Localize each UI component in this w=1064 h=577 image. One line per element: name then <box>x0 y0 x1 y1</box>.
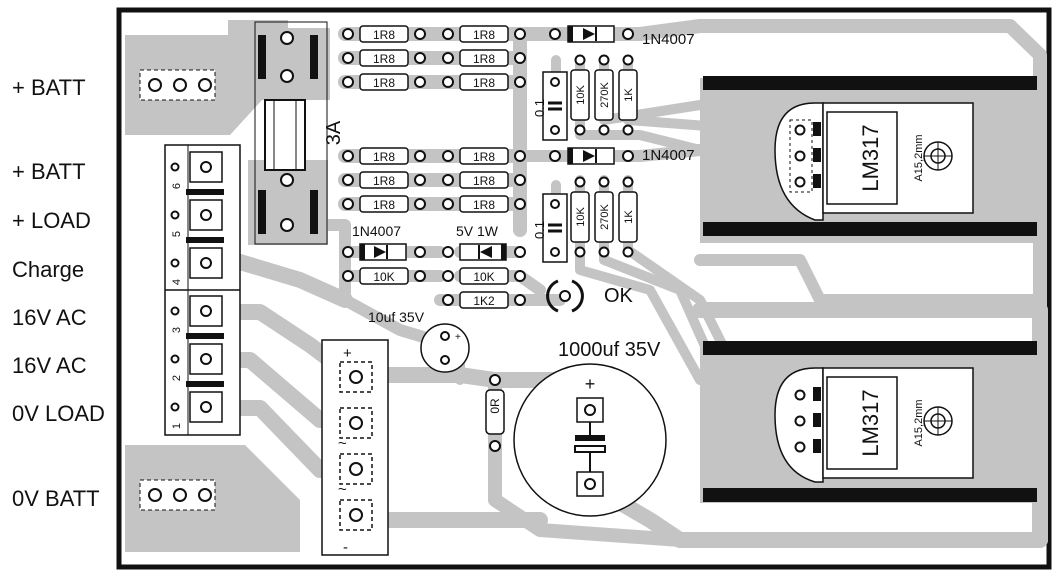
resistor-label: 1R8 <box>473 198 495 212</box>
resistor-label: 1R8 <box>473 52 495 66</box>
cap-0.1-top: 0.1 <box>532 71 568 141</box>
diode-low: 1N4007 <box>342 223 426 261</box>
resistor-label: 1R8 <box>373 52 395 66</box>
bridge-plus: + <box>343 345 352 362</box>
terminal-batt-top <box>139 69 216 101</box>
resistor-label: 1K2 <box>473 294 495 308</box>
diode-top-label: 1N4007 <box>642 31 695 48</box>
pin-number-6: 6 <box>171 183 183 189</box>
resistor: 1K2 <box>442 291 526 309</box>
led-label: OK <box>604 285 634 307</box>
cap-bottom-label: 0.1 <box>532 221 547 239</box>
diode-mid-label: 1N4007 <box>642 147 695 164</box>
diode-mid: 1N4007 <box>549 147 695 165</box>
resistor: 10K <box>342 267 426 285</box>
terminal-batt-bottom <box>139 479 216 511</box>
cap-big-label: 1000uf 35V <box>558 339 661 361</box>
divider-resistor: 270K <box>594 176 614 258</box>
divider-resistor: 270K <box>594 54 614 136</box>
resistor-label: 10K <box>473 270 494 284</box>
diode-top: 1N4007 <box>549 25 695 48</box>
side-label-load-plus: + LOAD <box>12 208 91 233</box>
divider-label: 10K <box>575 85 587 105</box>
pin-number-2: 2 <box>171 375 183 381</box>
resistor-label: 1R8 <box>373 198 395 212</box>
heatsink-bottom-label: A15,2mm <box>913 399 925 446</box>
bridge-tilde-1: ~ <box>338 435 347 452</box>
led-ok: OK <box>546 279 634 313</box>
resistor-label: 1R8 <box>473 150 495 164</box>
resistor-label: 1R8 <box>373 76 395 90</box>
side-label-batt-plus-2: + BATT <box>12 159 86 184</box>
reg-top-label: LM317 <box>858 124 883 191</box>
pin-number-4: 4 <box>171 279 183 285</box>
side-label-batt-0v: 0V BATT <box>12 486 100 511</box>
diode-low-label: 1N4007 <box>352 223 401 239</box>
resistor: 1R8 <box>342 195 426 213</box>
side-label-ac-1: 16V AC <box>12 305 87 330</box>
resistor: 1R8 <box>342 25 426 43</box>
heatsink-top-label: A15,2mm <box>913 134 925 181</box>
resistor: 1R8 <box>442 147 526 165</box>
pin-number-3: 3 <box>171 327 183 333</box>
cap-top-label: 0.1 <box>532 99 547 117</box>
resistor-label: 1R8 <box>473 76 495 90</box>
resistor: 1R8 <box>442 25 526 43</box>
reg-bottom-label: LM317 <box>858 389 883 456</box>
resistor-label: 1R8 <box>473 28 495 42</box>
resistor-label: 1R8 <box>373 28 395 42</box>
pin-number-1: 1 <box>171 423 183 429</box>
cap-0.1-bottom: 0.1 <box>532 193 568 263</box>
bridge-tilde-2: ~ <box>338 481 347 498</box>
divider-label: 270K <box>599 81 611 107</box>
resistor: 1R8 <box>342 73 426 91</box>
divider-bottom: 10K 270K 1K <box>570 176 638 258</box>
terminal-block-6pin: 6 5 4 3 2 1 <box>164 144 241 436</box>
resistor: 1R8 <box>442 171 526 189</box>
divider-label: 270K <box>599 203 611 229</box>
zener-label: 5V 1W <box>456 223 499 239</box>
divider-resistor: 10K <box>570 54 590 136</box>
resistor-rows: 1R8 1R8 1R8 1R8 1R8 1R8 1R8 1R8 1R8 1R8 1R8 1R8 10K 1… <box>342 25 526 309</box>
cap-big-plus: + <box>585 374 596 394</box>
resistor: 10K <box>442 267 526 285</box>
resistor-label: 1R8 <box>373 174 395 188</box>
divider-resistor: 1K <box>618 54 638 136</box>
cap-small-plus: + <box>455 332 461 343</box>
fuse-holder: 3A <box>254 21 345 245</box>
zener-diode: 5V 1W <box>442 223 526 261</box>
heatsink-top: LM317 A15,2mm <box>703 76 1037 236</box>
resistor-label: 1R8 <box>473 174 495 188</box>
cap-10uf: + 10uf 35V <box>368 309 470 373</box>
resistor: 1R8 <box>342 171 426 189</box>
resistor: 1R8 <box>442 73 526 91</box>
heatsink-bottom: LM317 A15,2mm <box>703 341 1037 502</box>
bridge-rectifier: + - ~ ~ <box>321 339 389 556</box>
resistor-0r: 0R <box>485 374 505 452</box>
divider-label: 10K <box>575 207 587 227</box>
fuse-label: 3A <box>323 120 345 145</box>
side-label-charge: Charge <box>12 257 85 282</box>
pin-number-5: 5 <box>171 231 183 237</box>
divider-label: 1K <box>623 88 635 102</box>
divider-resistor: 10K <box>570 176 590 258</box>
divider-resistor: 1K <box>618 176 638 258</box>
resistor: 1R8 <box>442 195 526 213</box>
divider-top: 10K 270K 1K <box>570 54 638 136</box>
resistor-label: 10K <box>373 270 394 284</box>
resistor-0r-label: 0R <box>488 398 502 414</box>
cap-small-label: 10uf 35V <box>368 309 425 325</box>
resistor-label: 1R8 <box>373 150 395 164</box>
side-label-ac-2: 16V AC <box>12 353 87 378</box>
divider-label: 1K <box>623 210 635 224</box>
resistor: 1R8 <box>342 147 426 165</box>
resistor: 1R8 <box>342 49 426 67</box>
side-label-load-0v: 0V LOAD <box>12 401 105 426</box>
cap-1000uf: + 1000uf 35V <box>513 339 667 517</box>
resistor: 1R8 <box>442 49 526 67</box>
side-label-batt-plus-1: + BATT <box>12 75 86 100</box>
bridge-minus: - <box>343 539 348 556</box>
